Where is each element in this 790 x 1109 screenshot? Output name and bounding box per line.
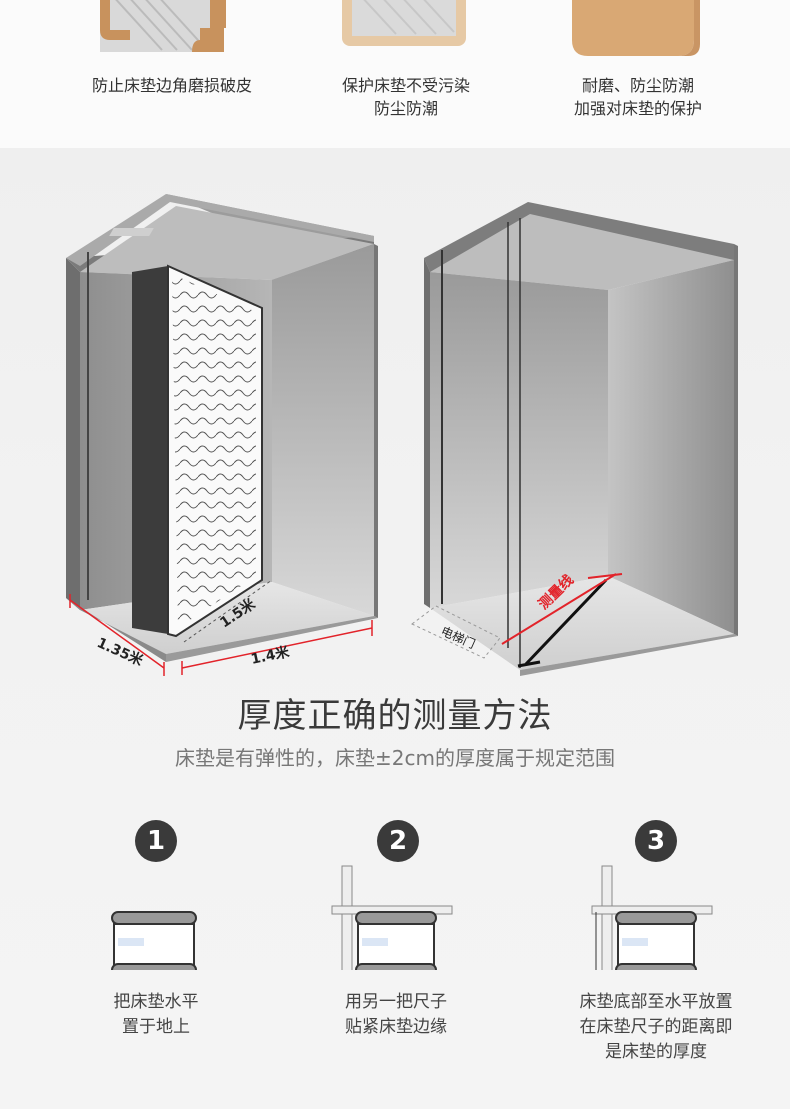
step-2-diagram [331,865,453,970]
step-caption: 用另一把尺子 贴紧床垫边缘 [345,992,447,1037]
feature-caption: 耐磨、防尘防潮 加强对床垫的保护 [573,76,702,118]
step-number-badge: 1 [135,820,177,862]
features-section: 防止床垫边角磨损破皮 保护床垫不受污染 防尘防潮 耐磨、防尘防潮 加强对床垫的保… [0,0,790,148]
elevator-left: 1.35米 1.5米 1.4米 [66,194,378,676]
dim-length-label: 1.4米 [249,643,291,668]
feature-caption: 防止床垫边角磨损破皮 [91,76,252,95]
measurement-section: 1.35米 1.5米 1.4米 电梯门 [0,148,790,1109]
step-number-badge: 3 [635,820,677,862]
step-3-diagram [591,865,713,970]
page-subtitle: 床垫是有弹性的，床垫±2cm的厚度属于规定范围 [175,746,615,770]
step-1-diagram [111,911,197,970]
step-caption: 把床垫水平 置于地上 [113,992,199,1037]
page-title: 厚度正确的测量方法 [237,696,553,736]
mattress-corner-image [100,0,226,52]
mattress-cover-image [342,0,466,46]
feature-caption: 保护床垫不受污染 防尘防潮 [341,76,470,118]
step-caption: 床垫底部至水平放置 在床垫尺子的距离即 是床垫的厚度 [579,992,733,1062]
mattress-cover-closeup-image [572,0,700,56]
elevator-illustration: 1.35米 1.5米 1.4米 电梯门 [66,194,738,676]
elevator-right: 电梯门 测量线 [411,202,738,676]
step-number-badge: 2 [377,820,419,862]
